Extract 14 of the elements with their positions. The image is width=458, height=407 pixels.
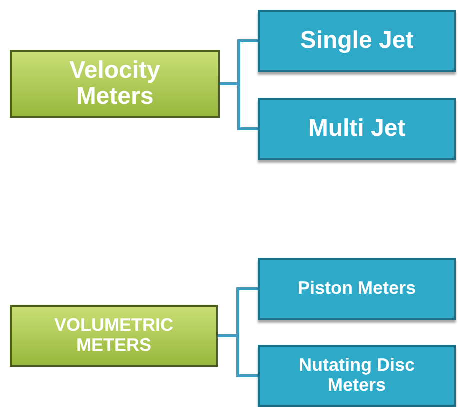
- type-box: [258, 345, 456, 407]
- type-box: [258, 258, 456, 320]
- box-label: Piston Meters: [298, 279, 416, 299]
- box-label: VOLUMETRIC METERS: [54, 316, 174, 356]
- box-label: Velocity Meters: [68, 58, 162, 110]
- connector-line: [218, 334, 258, 378]
- category-box: [10, 50, 220, 118]
- box-label: Single Jet: [300, 28, 414, 54]
- box-label: Nutating Disc Meters: [298, 356, 416, 396]
- box-label: Multi Jet: [308, 116, 406, 142]
- connector-line: [220, 82, 258, 130]
- type-box: [258, 10, 456, 72]
- type-box: [258, 98, 456, 160]
- category-box: [10, 305, 218, 367]
